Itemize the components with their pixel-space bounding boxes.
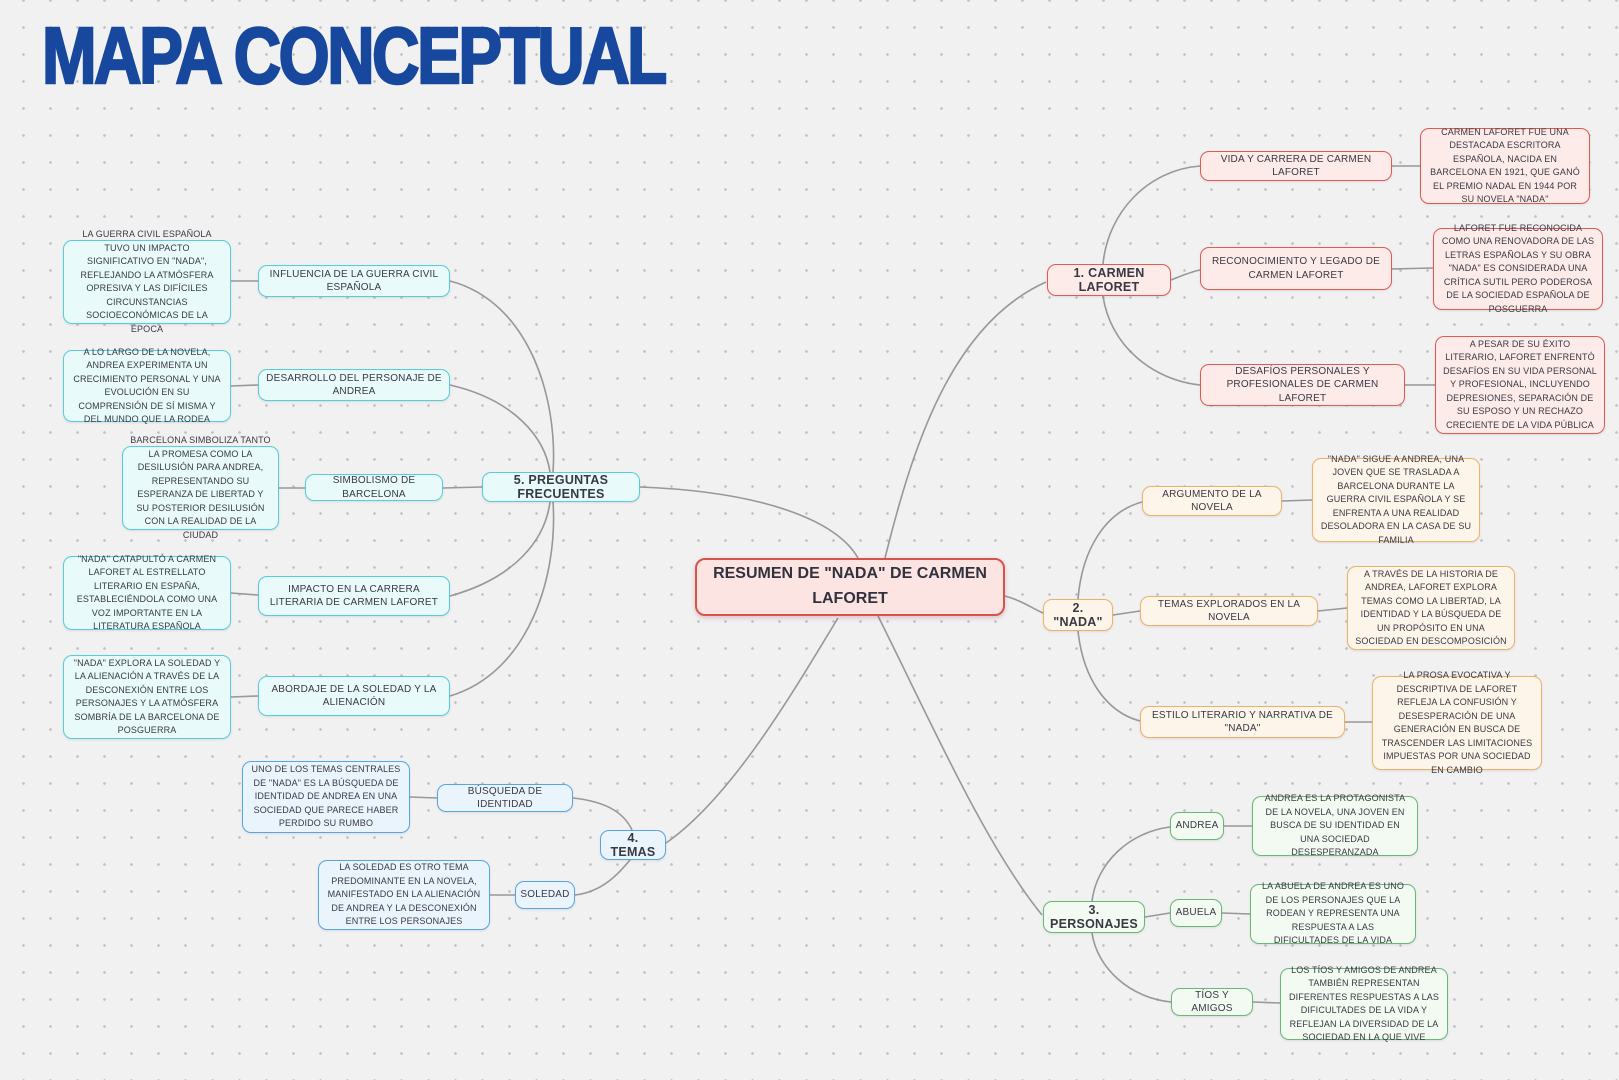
branch-node-temas[interactable]: 4. TEMAS [600, 830, 666, 860]
detail-node-tios-y-amigos[interactable]: LOS TÍOS Y AMIGOS DE ANDREA TAMBIÉN REPR… [1280, 965, 1448, 1042]
topic-node-estilo-literario[interactable]: ESTILO LITERARIO Y NARRATIVA DE "NADA" [1140, 706, 1345, 738]
topic-node-desafios-personales[interactable]: DESAFÍOS PERSONALES Y PROFESIONALES DE C… [1200, 364, 1405, 406]
topic-node-soledad[interactable]: SOLEDAD [515, 881, 575, 909]
detail-node-desafios-personales[interactable]: A PESAR DE SU ÉXITO LITERARIO, LAFORET E… [1435, 336, 1605, 434]
topic-node-simbolismo-barcelona[interactable]: SIMBOLISMO DE BARCELONA [305, 474, 443, 501]
connector-line [884, 281, 1047, 559]
detail-node-estilo-literario[interactable]: LA PROSA EVOCATIVA Y DESCRIPTIVA DE LAFO… [1372, 670, 1542, 775]
branch-node-preguntas-frecuentes[interactable]: 5. PREGUNTAS FRECUENTES [482, 472, 640, 502]
connector-line [574, 859, 631, 896]
connector-line [1091, 826, 1171, 902]
detail-node-busqueda-identidad[interactable]: UNO DE LOS TEMAS CENTRALES DE "NADA" ES … [242, 761, 410, 833]
connector-line [665, 617, 839, 844]
detail-node-abordaje-soledad[interactable]: "NADA" EXPLORA LA SOLEDAD Y LA ALIENACIÓ… [63, 655, 231, 739]
connector-line [1077, 630, 1141, 722]
detail-node-abuela[interactable]: LA ABUELA DE ANDREA ES UNO DE LOS PERSON… [1250, 881, 1416, 945]
topic-node-vida-y-carrera[interactable]: VIDA Y CARRERA DE CARMEN LAFORET [1200, 151, 1392, 181]
connector-line [1252, 1001, 1281, 1004]
topic-node-impacto-carrera[interactable]: IMPACTO EN LA CARRERA LITERARIA DE CARME… [258, 576, 450, 616]
topic-node-reconocimiento-legado[interactable]: RECONOCIMIENTO Y LEGADO DE CARMEN LAFORE… [1200, 247, 1392, 290]
connector-line [877, 615, 1043, 916]
detail-node-andrea[interactable]: ANDREA ES LA PROTAGONISTA DE LA NOVELA, … [1252, 793, 1418, 857]
topic-node-argumento[interactable]: ARGUMENTO DE LA NOVELA [1142, 486, 1282, 516]
branch-node-carmen-laforet[interactable]: 1. CARMEN LAFORET [1047, 264, 1171, 296]
topic-node-desarrollo-andrea[interactable]: DESARROLLO DEL PERSONAJE DE ANDREA [258, 369, 450, 401]
connector-line [1221, 912, 1251, 915]
topic-node-abuela[interactable]: ABUELA [1170, 899, 1222, 927]
topic-node-influencia-guerra-civil[interactable]: INFLUENCIA DE LA GUERRA CIVIL ESPAÑOLA [258, 265, 450, 297]
topic-node-abordaje-soledad[interactable]: ABORDAJE DE LA SOLEDAD Y LA ALIENACIÓN [258, 676, 450, 716]
connector-line [449, 501, 555, 697]
branch-node-personajes[interactable]: 3. PERSONAJES [1043, 901, 1145, 933]
branch-node-nada[interactable]: 2. "NADA" [1043, 599, 1113, 631]
connector-line [1102, 165, 1201, 265]
detail-node-impacto-carrera[interactable]: "NADA" CATAPULTÓ A CARMEN LAFORET AL EST… [63, 554, 231, 631]
connector-line [1144, 912, 1171, 918]
connector-line [1077, 501, 1143, 600]
detail-node-influencia-guerra-civil[interactable]: LA GUERRA CIVIL ESPAÑOLA TUVO UN IMPACTO… [63, 229, 231, 334]
connector-line [572, 797, 633, 831]
connector-line [1102, 295, 1201, 386]
connector-line [1004, 595, 1044, 614]
connector-line [1112, 610, 1141, 616]
detail-node-reconocimiento-legado[interactable]: LAFORET FUE RECONOCIDA COMO UNA RENOVADO… [1433, 223, 1603, 314]
connector-line [230, 592, 259, 596]
connector-line [449, 384, 551, 473]
center-node-resumen[interactable]: RESUMEN DE "NADA" DE CARMEN LAFORET [695, 558, 1005, 616]
detail-node-temas-explorados[interactable]: A TRAVÉS DE LA HISTORIA DE ANDREA, LAFOR… [1347, 566, 1515, 650]
connector-line [449, 280, 555, 473]
detail-node-vida-y-carrera[interactable]: CARMEN LAFORET FUE UNA DESTACADA ESCRITO… [1420, 127, 1590, 204]
connector-line [230, 384, 259, 387]
detail-node-desarrollo-andrea[interactable]: A LO LARGO DE LA NOVELA, ANDREA EXPERIME… [63, 347, 231, 424]
connector-line [1391, 267, 1434, 270]
connector-line [1317, 607, 1348, 612]
topic-node-temas-explorados[interactable]: TEMAS EXPLORADOS EN LA NOVELA [1140, 596, 1318, 626]
connector-line [1281, 499, 1313, 502]
connector-line [1170, 269, 1201, 281]
topic-node-andrea[interactable]: ANDREA [1170, 812, 1224, 840]
connector-line [409, 796, 438, 799]
connector-line [230, 695, 259, 698]
connector-line [1091, 932, 1172, 1003]
topic-node-tios-y-amigos[interactable]: TÍOS Y AMIGOS [1171, 988, 1253, 1016]
page-title: MAPA CONCEPTUAL [41, 10, 668, 102]
detail-node-soledad[interactable]: LA SOLEDAD ES OTRO TEMA PREDOMINANTE EN … [318, 860, 490, 930]
connector-line [639, 486, 859, 559]
detail-node-simbolismo-barcelona[interactable]: BARCELONA SIMBOLIZA TANTO LA PROMESA COM… [122, 435, 279, 540]
connector-line [449, 501, 551, 597]
detail-node-argumento[interactable]: "NADA" SIGUE A ANDREA, UNA JOVEN QUE SE … [1312, 454, 1480, 545]
topic-node-busqueda-identidad[interactable]: BÚSQUEDA DE IDENTIDAD [437, 784, 573, 812]
connector-line [442, 486, 483, 489]
